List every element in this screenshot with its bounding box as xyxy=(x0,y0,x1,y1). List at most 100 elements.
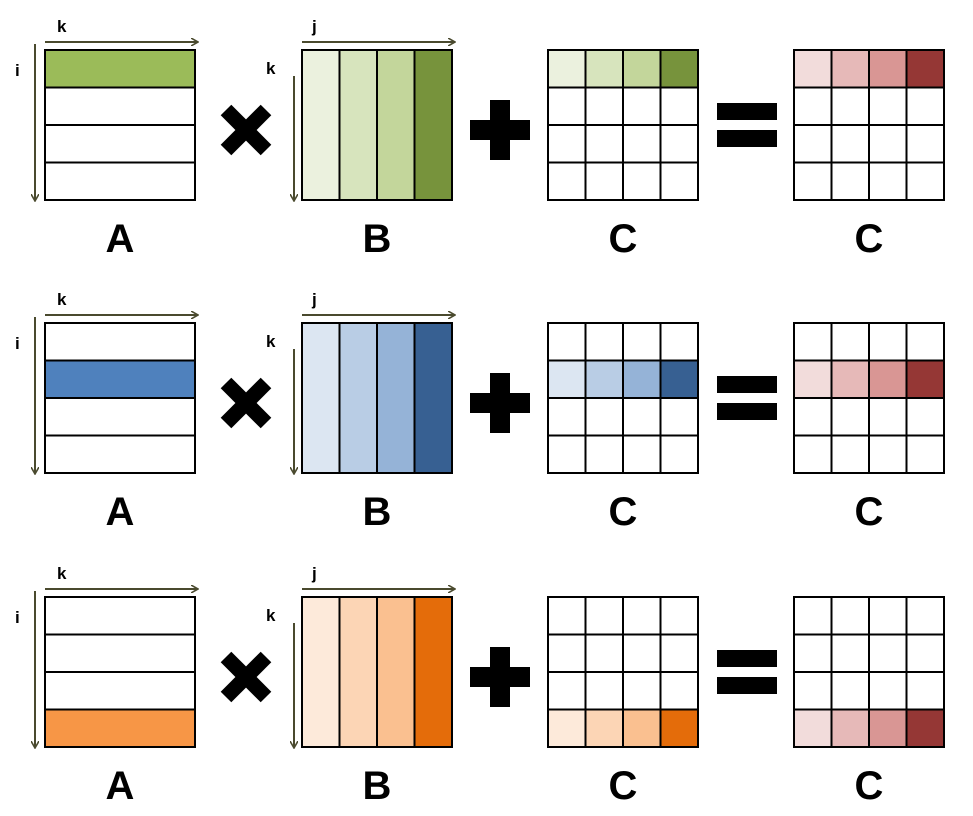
k-axis-label: k xyxy=(266,332,276,351)
b-column xyxy=(301,596,341,748)
c-result-cell xyxy=(830,633,870,673)
matrix-c-input-label: C xyxy=(609,217,638,261)
matrix-b: jkB xyxy=(266,290,454,534)
c-result-highlighted-cell xyxy=(868,708,908,748)
b-column xyxy=(376,322,416,474)
c-result-cell xyxy=(868,161,908,201)
a-row xyxy=(44,671,196,711)
matrix-b-label: B xyxy=(363,217,392,261)
c-result-highlighted-cell xyxy=(868,49,908,89)
c-result-cell xyxy=(868,322,908,362)
c-cell xyxy=(584,397,624,437)
c-result-highlighted-cell xyxy=(905,708,945,748)
c-cell xyxy=(584,161,624,201)
c-result-cell xyxy=(793,596,833,636)
matrix-a-label: A xyxy=(106,490,135,534)
a-row xyxy=(44,434,196,474)
c-result-cell xyxy=(793,397,833,437)
c-cell xyxy=(622,434,662,474)
c-cell xyxy=(584,86,624,126)
c-highlighted-cell xyxy=(584,708,624,748)
matrix-c-input-label: C xyxy=(609,764,638,808)
b-column xyxy=(413,596,453,748)
matrix-c-result-label: C xyxy=(855,490,884,534)
b-column xyxy=(301,322,341,474)
equals-icon xyxy=(717,376,777,420)
c-result-cell xyxy=(868,86,908,126)
k-axis-label: k xyxy=(266,59,276,78)
b-column xyxy=(376,596,416,748)
c-result-cell xyxy=(793,161,833,201)
c-result-highlighted-cell xyxy=(868,359,908,399)
c-result-cell xyxy=(905,596,945,636)
c-cell xyxy=(659,434,699,474)
matrix-b: j kB xyxy=(266,17,454,261)
plus-icon xyxy=(470,100,530,160)
c-result-highlighted-cell xyxy=(905,359,945,399)
c-highlighted-cell xyxy=(659,359,699,399)
c-cell xyxy=(659,322,699,362)
multiply-icon xyxy=(220,651,272,703)
matrix-a-label: A xyxy=(106,217,135,261)
c-highlighted-cell xyxy=(622,359,662,399)
c-cell xyxy=(547,596,587,636)
c-result-cell xyxy=(868,671,908,711)
c-result-cell xyxy=(830,671,870,711)
c-result-cell xyxy=(830,161,870,201)
equals-icon xyxy=(717,103,777,147)
c-cell xyxy=(622,124,662,164)
matrix-c-input: C xyxy=(547,596,699,808)
c-result-highlighted-cell xyxy=(793,359,833,399)
a-highlighted-row xyxy=(44,359,196,399)
j-axis-label: j xyxy=(311,290,317,309)
c-result-cell xyxy=(793,322,833,362)
c-cell xyxy=(659,86,699,126)
matrix-a: kiA xyxy=(15,17,197,261)
matrix-a: kiA xyxy=(15,564,197,808)
b-column xyxy=(301,49,341,201)
c-highlighted-cell xyxy=(659,708,699,748)
c-cell xyxy=(622,86,662,126)
c-cell xyxy=(547,671,587,711)
c-cell xyxy=(584,434,624,474)
c-highlighted-cell xyxy=(547,359,587,399)
c-cell xyxy=(622,633,662,673)
c-cell xyxy=(547,397,587,437)
c-cell xyxy=(547,633,587,673)
c-cell xyxy=(547,86,587,126)
c-result-cell xyxy=(830,322,870,362)
a-row xyxy=(44,86,196,126)
c-result-cell xyxy=(905,633,945,673)
c-cell xyxy=(659,161,699,201)
c-result-cell xyxy=(905,86,945,126)
matrix-c-input: C xyxy=(547,322,699,534)
c-cell xyxy=(622,397,662,437)
c-result-cell xyxy=(830,397,870,437)
i-axis-label: i xyxy=(15,334,20,353)
a-row xyxy=(44,397,196,437)
c-cell xyxy=(584,124,624,164)
matrix-b: jkB xyxy=(266,564,454,808)
c-result-cell xyxy=(905,434,945,474)
c-result-cell xyxy=(793,633,833,673)
k-axis-label: k xyxy=(57,564,67,583)
b-column xyxy=(413,322,453,474)
c-cell xyxy=(622,671,662,711)
a-row xyxy=(44,124,196,164)
c-cell xyxy=(622,322,662,362)
c-result-cell xyxy=(830,434,870,474)
j-axis-label: j xyxy=(311,564,317,583)
c-cell xyxy=(584,596,624,636)
c-result-cell xyxy=(905,671,945,711)
c-result-cell xyxy=(905,322,945,362)
matrix-c-result: C xyxy=(793,322,945,534)
matrix-c-input-label: C xyxy=(609,490,638,534)
c-highlighted-cell xyxy=(584,49,624,89)
c-result-cell xyxy=(793,434,833,474)
j-axis-label: j xyxy=(311,17,317,36)
c-cell xyxy=(659,124,699,164)
